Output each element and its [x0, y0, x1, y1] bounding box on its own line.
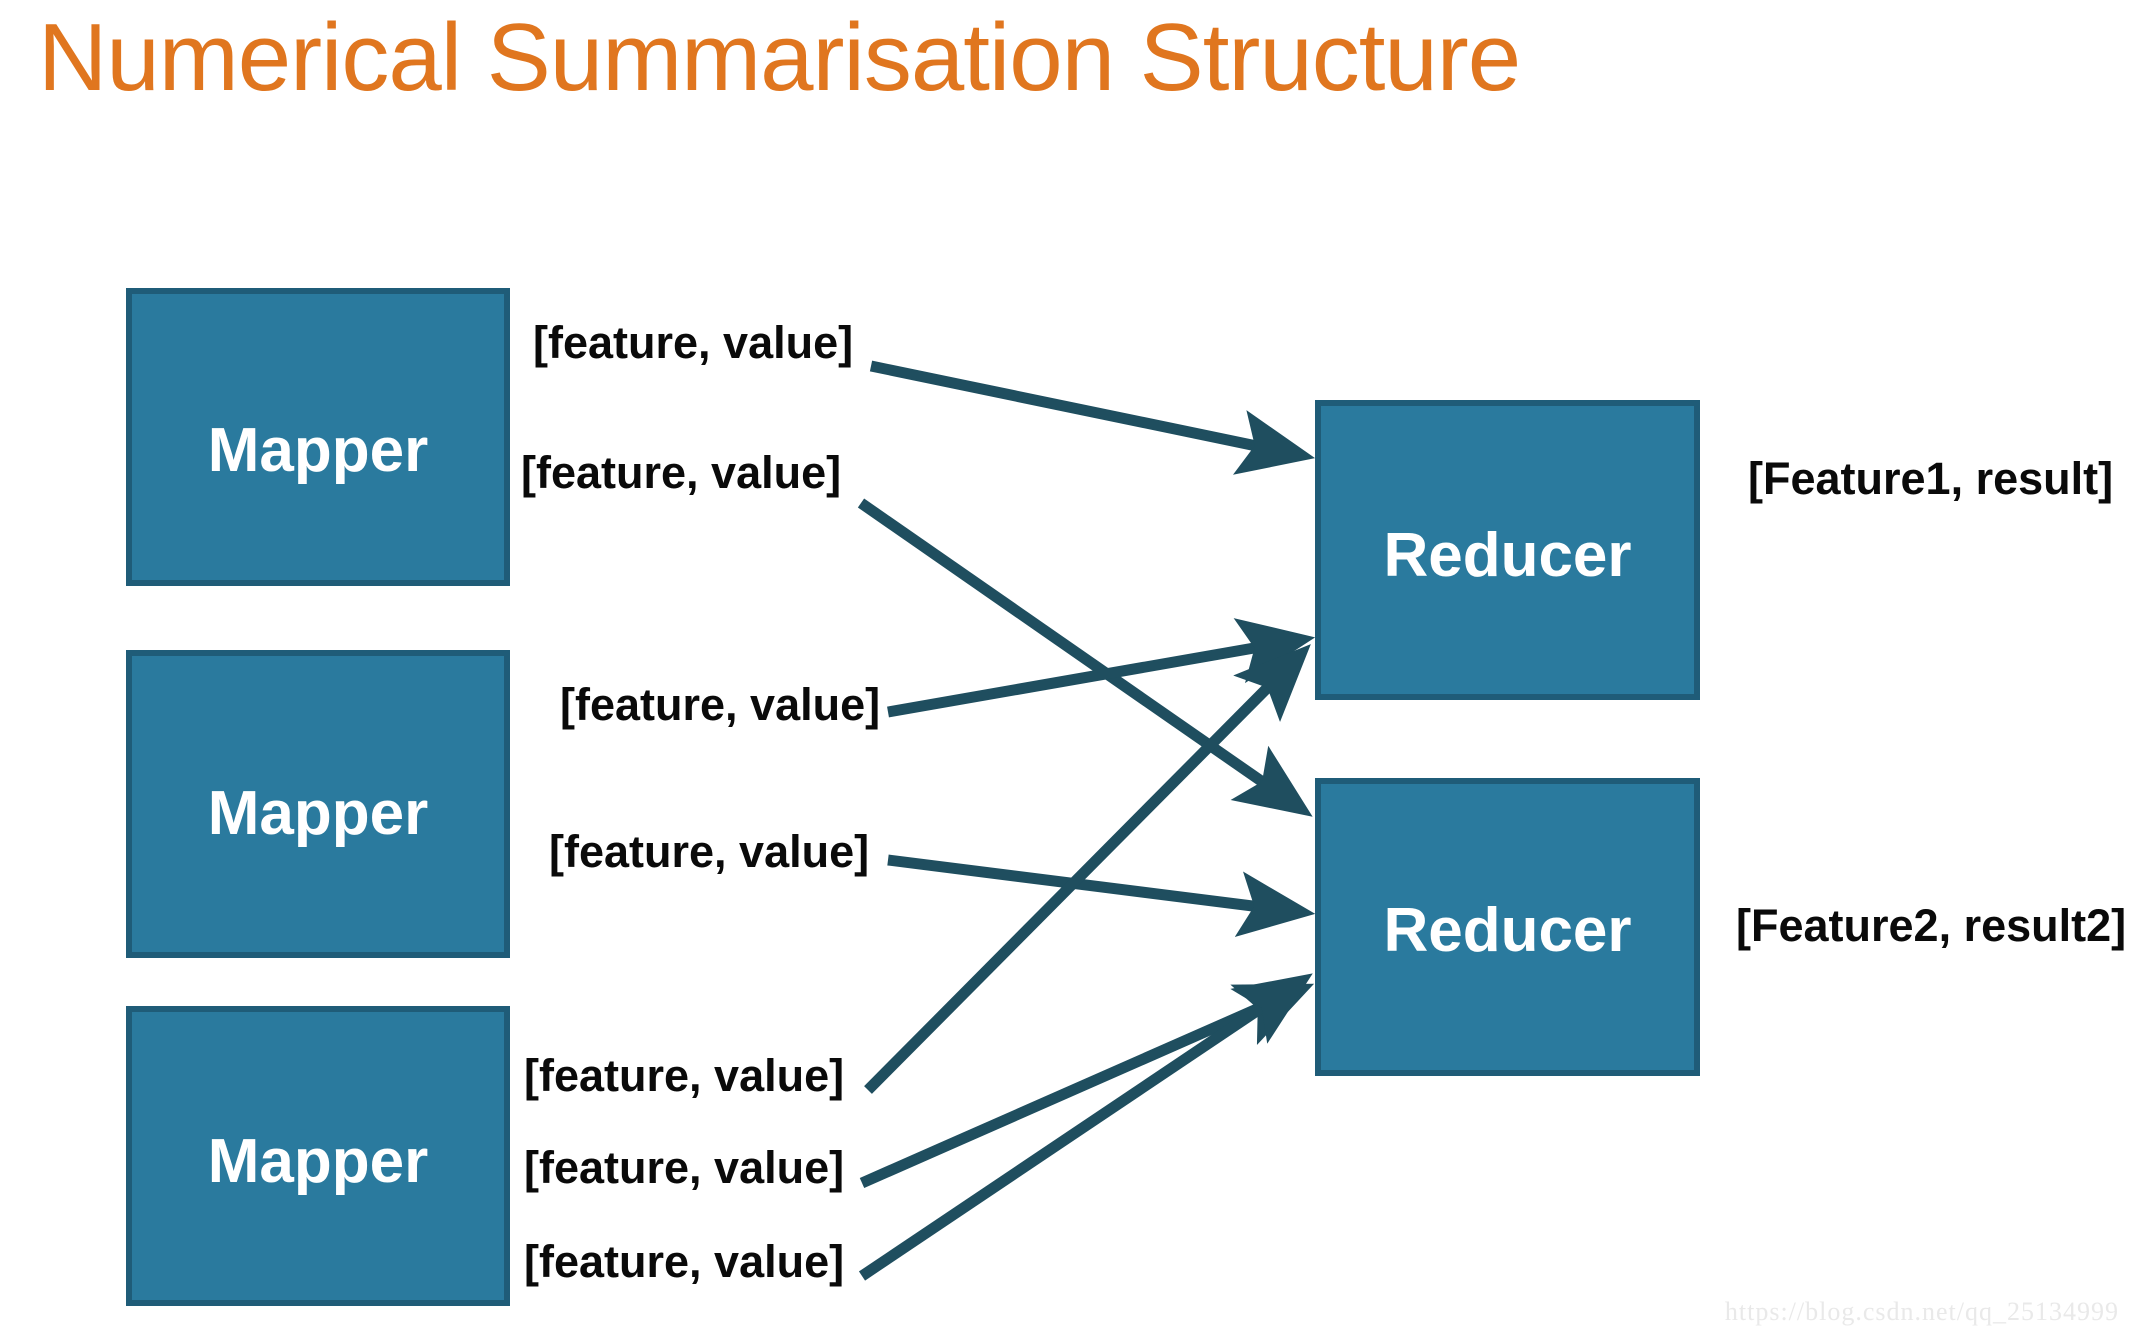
emission-label-5: [feature, value] [524, 1050, 845, 1101]
watermark: https://blog.csdn.net/qq_25134999 [1724, 1297, 2119, 1326]
arrow-m2e2-to-reducer2 [887, 854, 1316, 938]
arrow-m1e1-to-reducer1 [869, 360, 1316, 475]
emission-label-2: [feature, value] [521, 447, 842, 498]
reducer-label-1: Reducer [1383, 521, 1632, 590]
arrow-m3e2-to-reducer2 [859, 983, 1315, 1189]
mapper-box-3[interactable]: Mapper [126, 1006, 510, 1306]
arrow-m2e1-to-reducer1 [887, 618, 1316, 718]
arrow-m3e1-to-reducer1 [864, 644, 1311, 1094]
arrow-m3e3-to-reducer2 [858, 973, 1313, 1281]
result-label-1: [Feature1, result] [1748, 453, 2114, 504]
emission-label-4: [feature, value] [549, 826, 870, 877]
reducer-box-1[interactable]: Reducer [1315, 400, 1700, 700]
arrow-m1e2-to-reducer2 [857, 498, 1313, 817]
mapper-label-1: Mapper [207, 416, 429, 485]
mapper-box-2[interactable]: Mapper [126, 650, 510, 958]
reducer-box-2[interactable]: Reducer [1315, 778, 1700, 1076]
mapper-box-1[interactable]: Mapper [126, 288, 510, 586]
result-label-2: [Feature2, result2] [1736, 900, 2127, 951]
mapper-label-3: Mapper [207, 1127, 429, 1196]
emission-label-7: [feature, value] [524, 1236, 845, 1287]
reducer-label-2: Reducer [1383, 896, 1632, 965]
emission-label-3: [feature, value] [560, 679, 881, 730]
emission-label-6: [feature, value] [524, 1142, 845, 1193]
emission-label-1: [feature, value] [533, 317, 854, 368]
mapper-label-2: Mapper [207, 779, 429, 848]
page-title: Numerical Summarisation Structure [38, 4, 1521, 111]
